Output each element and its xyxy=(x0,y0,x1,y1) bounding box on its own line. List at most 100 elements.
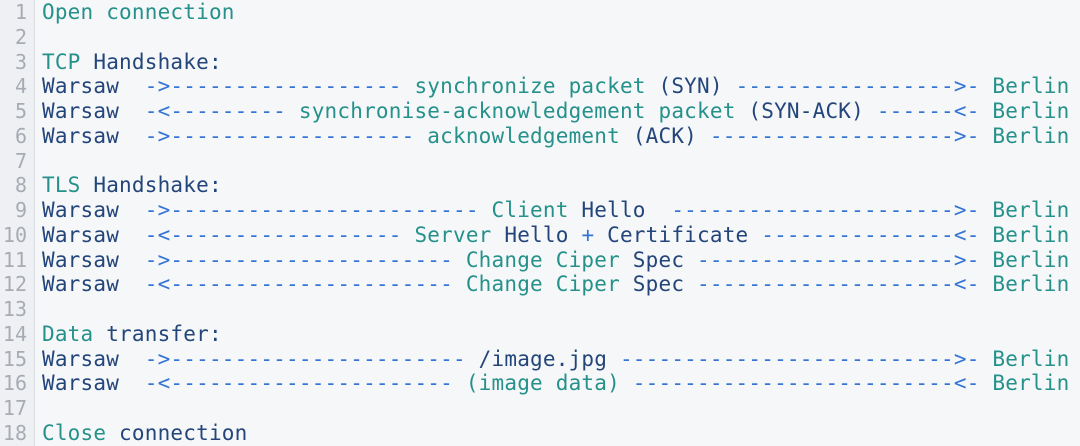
code-segment: ->---------------------- xyxy=(144,247,453,272)
line-number: 8 xyxy=(0,173,35,199)
line-number: 17 xyxy=(0,396,35,422)
code-segment: Client xyxy=(478,198,582,223)
code-segment: -------------------------->- xyxy=(619,346,980,371)
code-text: Warsaw ->------------------------ Client… xyxy=(35,198,1069,223)
code-line[interactable]: 2 xyxy=(0,24,1080,50)
code-segment: Server xyxy=(401,222,505,247)
code-segment: Hello xyxy=(504,222,569,247)
code-segment xyxy=(684,248,697,272)
code-segment: Warsaw xyxy=(42,346,145,371)
code-text: Open connection xyxy=(35,0,235,25)
code-segment: Berlin xyxy=(979,74,1070,99)
code-text: TLS Handshake: xyxy=(35,173,222,198)
code-segment xyxy=(864,99,877,123)
code-segment: Spec xyxy=(632,272,685,297)
code-line[interactable]: 7 xyxy=(0,148,1080,174)
code-segment xyxy=(594,223,607,247)
code-segment: Change Ciper xyxy=(452,272,633,297)
line-number: 2 xyxy=(0,24,35,50)
code-segment: (SYN) xyxy=(658,74,723,99)
code-segment: Warsaw xyxy=(42,123,145,148)
code-segment: Warsaw xyxy=(42,99,145,124)
code-segment: TLS xyxy=(42,173,81,198)
code-segment: Spec xyxy=(632,247,685,272)
code-segment: Close xyxy=(42,421,107,446)
code-segment: Berlin xyxy=(979,247,1070,272)
code-segment: ------------------->- xyxy=(709,123,980,148)
code-segment: Berlin xyxy=(979,371,1070,396)
code-segment xyxy=(697,124,710,148)
line-number: 12 xyxy=(0,272,35,298)
code-segment: Warsaw xyxy=(42,74,145,99)
code-text: Close connection xyxy=(35,421,248,446)
code-segment: Handshake: xyxy=(80,173,222,198)
code-segment xyxy=(723,74,736,98)
code-segment: Berlin xyxy=(979,222,1070,247)
line-number: 13 xyxy=(0,297,35,322)
code-segment: -<---------------------- xyxy=(144,371,453,396)
code-text: Warsaw ->---------------------- Change C… xyxy=(35,248,1069,273)
code-text xyxy=(35,149,42,174)
code-segment xyxy=(748,223,761,247)
code-segment: + xyxy=(581,222,595,247)
code-text xyxy=(35,396,42,421)
code-segment: /image.jpg xyxy=(465,346,620,371)
code-segment: -<------------------ xyxy=(144,222,402,247)
code-segment: Berlin xyxy=(979,272,1070,297)
code-text: Warsaw -<---------------------- Change C… xyxy=(35,272,1069,297)
code-segment: -------------------->- xyxy=(697,247,980,272)
line-number: 14 xyxy=(0,321,35,347)
code-segment: acknowledgement xyxy=(414,123,633,148)
line-number: 11 xyxy=(0,247,35,273)
code-segment: Berlin xyxy=(979,123,1070,148)
line-number: 9 xyxy=(0,198,35,223)
line-number: 10 xyxy=(0,222,35,248)
code-segment xyxy=(569,223,582,247)
code-segment: -------------------------<- xyxy=(632,371,980,396)
code-segment: --------------------<- xyxy=(697,272,980,297)
line-number: 15 xyxy=(0,346,35,372)
code-line[interactable]: 17 xyxy=(0,396,1080,422)
code-segment: Berlin xyxy=(979,346,1070,371)
code-text xyxy=(35,25,42,50)
code-text: Warsaw -<------------------ Server Hello… xyxy=(35,223,1070,248)
code-text: Warsaw ->----------------------- /image.… xyxy=(35,347,1069,372)
code-text: Warsaw ->------------------- acknowledge… xyxy=(35,124,1070,149)
code-text: TCP Handshake: xyxy=(35,50,222,75)
code-segment: Data xyxy=(42,321,94,346)
line-number: 1 xyxy=(0,0,35,25)
code-segment: (image data) xyxy=(452,371,633,396)
code-segment: ->------------------- xyxy=(144,123,415,148)
line-number: 18 xyxy=(0,421,35,446)
code-segment: Berlin xyxy=(979,99,1070,124)
code-segment: connection xyxy=(106,421,248,446)
line-number: 16 xyxy=(0,371,35,397)
code-segment: (SYN-ACK) xyxy=(748,99,864,124)
code-text: Warsaw -<---------------------- (image d… xyxy=(35,371,1069,396)
code-line[interactable]: 1 Open connection xyxy=(0,0,1080,25)
code-segment: Certificate xyxy=(607,222,749,247)
code-segment: Open connection xyxy=(42,0,235,24)
code-text xyxy=(35,297,42,322)
code-segment: Hello xyxy=(581,198,646,223)
code-line[interactable]: 13 xyxy=(0,297,1080,322)
code-segment: ->------------------------ xyxy=(144,198,479,223)
code-segment: ------<- xyxy=(876,99,980,124)
line-number: 4 xyxy=(0,74,35,100)
line-number: 7 xyxy=(0,148,35,174)
code-segment: ->----------------------- xyxy=(144,346,466,371)
